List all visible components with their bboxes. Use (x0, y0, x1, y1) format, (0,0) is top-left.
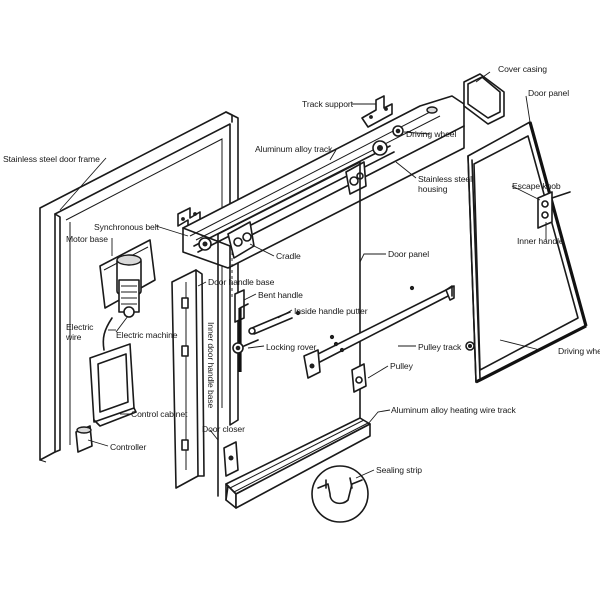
label-electric-wire: Electric wire (66, 322, 94, 342)
label-controller: Controller (110, 442, 147, 452)
electric-machine (116, 254, 142, 318)
door-panel-right (467, 121, 588, 384)
electric-wire (102, 317, 113, 351)
label-door-handle-base: Door handle base (208, 277, 275, 287)
aluminum-alloy-heating-wire-track (225, 417, 371, 509)
pulley (351, 363, 367, 393)
label-door-closer: Door closer (202, 424, 245, 434)
sealing-strip-detail (311, 465, 369, 523)
label-pulley: Pulley (390, 361, 413, 371)
driving-wheel-top (392, 125, 404, 137)
label-inner-door-handle-base: Inner door handle base (206, 322, 216, 409)
label-inner-handle: Inner handle (517, 236, 564, 246)
label-door-panel-mid: Door panel (388, 249, 430, 259)
label-motor-base: Motor base (66, 234, 108, 244)
bent-handle (238, 303, 249, 372)
label-escape-knob: Escape knob (512, 181, 561, 191)
door-closer (223, 441, 239, 477)
label-locking-rover: Locking rover (266, 342, 317, 352)
controller (75, 425, 93, 453)
label-aluminum-alloy-heating-wire-track: Aluminum alloy heating wire track (391, 405, 516, 415)
door-handle-base (234, 289, 245, 323)
label-stainless-steel-housing: Stainless steel housing (418, 174, 472, 194)
stainless-steel-housing (182, 95, 465, 269)
label-inside-handle-putter: Inside handle putter (294, 306, 368, 316)
inside-handle-putter (248, 310, 301, 335)
label-door-panel-top: Door panel (528, 88, 570, 98)
pulley-track-end (445, 285, 453, 297)
label-bent-handle: Bent handle (258, 290, 303, 300)
escape-knob (537, 191, 571, 229)
label-cradle: Cradle (276, 251, 301, 261)
cover-casing (463, 73, 505, 125)
label-synchronous-belt: Synchronous belt (94, 222, 159, 232)
locking-rover (232, 339, 259, 354)
label-driving-wheel-right: Driving whe (558, 346, 600, 356)
control-cabinet (89, 343, 137, 427)
track-support-top (361, 95, 393, 128)
label-track-support: Track support (302, 99, 353, 109)
label-control-cabinet: Control cabinet (131, 409, 188, 419)
label-electric-machine: Electric machine (116, 330, 178, 340)
driving-wheel-right (465, 341, 475, 351)
leader-lines (59, 71, 547, 479)
label-sealing-strip: Sealing strip (376, 465, 422, 475)
label-stainless-steel-door-frame: Stainless steel door frame (3, 154, 100, 164)
label-cover-casing: Cover casing (498, 64, 547, 74)
pulley-track (303, 285, 455, 379)
label-aluminum-alloy-track: Aluminum alloy track (255, 144, 333, 154)
stainless-steel-door-frame (39, 111, 239, 463)
label-pulley-track: Pulley track (418, 342, 462, 352)
inner-door-handle-base (171, 269, 205, 489)
label-driving-wheel-top: Driving wheel (406, 129, 457, 139)
